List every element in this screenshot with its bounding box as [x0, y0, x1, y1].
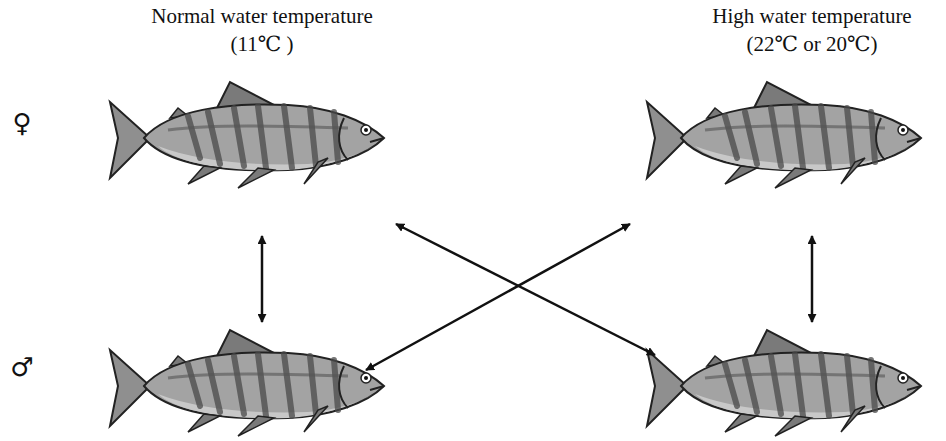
cross-arrow	[366, 224, 630, 370]
column-heading: Normal water temperature	[151, 4, 373, 29]
sex-symbol: ♂	[10, 352, 33, 383]
sex-symbol: ♀	[12, 108, 31, 139]
male-fish	[110, 330, 384, 436]
female-fish	[110, 82, 384, 188]
temperature-value: (22℃ or 20℃)	[747, 32, 878, 57]
male-fish	[647, 330, 921, 436]
temperature-value: (11℃ )	[231, 32, 294, 57]
cross-arrow	[811, 236, 814, 322]
cross-arrow	[396, 224, 655, 355]
female-fish	[647, 82, 921, 188]
column-heading: High water temperature	[712, 4, 911, 29]
cross-arrow	[261, 236, 264, 322]
